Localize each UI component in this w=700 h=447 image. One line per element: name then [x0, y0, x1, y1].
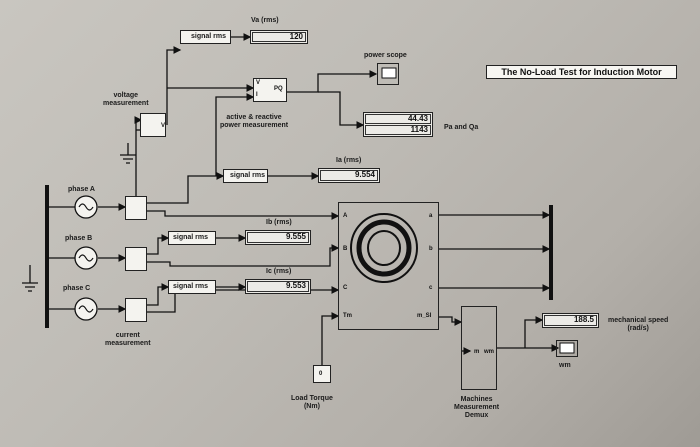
qa-value: 1143 [365, 125, 431, 135]
load-torque-block[interactable]: 0 [313, 365, 331, 383]
ib-rms-label: Ib (rms) [266, 219, 292, 226]
power-scope-block[interactable] [377, 63, 399, 85]
voltage-v-port: V [161, 123, 166, 129]
pq-i-port: I [256, 92, 258, 98]
ia-rms-value: 9.554 [320, 170, 378, 181]
ib-rms-display[interactable]: 9.555 [245, 230, 311, 245]
signal-rms-ic-block[interactable]: signal rms [168, 280, 216, 294]
load-torque-value: 0 [319, 371, 323, 377]
va-rms-value: 120 [252, 32, 306, 42]
machines-demux-label: Machines Measurement Demux [454, 396, 500, 419]
voltage-measurement-label: voltage measurement [103, 92, 149, 107]
active-reactive-label: active & reactive power measurement [220, 114, 289, 129]
phase-b-label: phase B [65, 235, 93, 242]
pa-value: 44.43 [365, 114, 431, 124]
diagram-title: The No-Load Test for Induction Motor [486, 65, 677, 79]
signal-rms-ia-label: signal rms [230, 172, 266, 179]
induction-machine-block[interactable]: A B C Tm a b c m_SI [338, 202, 439, 330]
machine-out-c: c [429, 285, 433, 291]
machines-measurement-demux-block[interactable]: m wm [461, 306, 497, 390]
pq-v-port: V [256, 80, 261, 86]
current-measurement-b-block[interactable] [125, 247, 147, 271]
signal-rms-label: signal rms [191, 33, 227, 40]
machine-port-b: B [343, 246, 348, 252]
wm-scope-label: wm [559, 362, 571, 369]
demux-m-port: m [474, 349, 480, 355]
machine-out-m-si: m_SI [417, 313, 432, 319]
mechanical-speed-label: mechanical speed (rad/s) [608, 317, 669, 332]
mechanical-speed-value: 188.5 [544, 315, 597, 326]
ia-rms-label: Ia (rms) [336, 157, 362, 164]
mechanical-speed-display[interactable]: 188.5 [542, 313, 599, 328]
signal-rms-ia-block[interactable]: signal rms [223, 169, 268, 183]
voltage-measurement-block[interactable]: V [140, 113, 166, 137]
ic-rms-label: Ic (rms) [266, 268, 292, 275]
va-rms-display[interactable]: 120 [250, 30, 308, 44]
ib-rms-value: 9.555 [247, 232, 309, 243]
machine-port-tm: Tm [343, 313, 352, 319]
phase-a-label: phase A [68, 186, 95, 193]
demux-wm-port: wm [484, 349, 495, 355]
machine-out-a: a [429, 213, 433, 219]
pa-qa-display[interactable]: 44.43 1143 [363, 112, 433, 137]
current-measurement-c-block[interactable] [125, 298, 147, 322]
current-measurement-a-block[interactable] [125, 196, 147, 220]
signal-rms-ib-block[interactable]: signal rms [168, 231, 216, 245]
ia-rms-display[interactable]: 9.554 [318, 168, 380, 183]
machine-port-c: C [343, 285, 348, 291]
pq-port-label: PQ [274, 86, 283, 92]
signal-rms-va-block[interactable]: signal rms [180, 30, 231, 44]
ic-rms-value: 9.553 [247, 281, 309, 292]
current-measurement-label: current measurement [105, 332, 151, 347]
machine-out-b: b [429, 246, 433, 252]
ic-rms-display[interactable]: 9.553 [245, 279, 311, 294]
pq-block[interactable]: V I PQ [253, 78, 287, 102]
va-rms-label: Va (rms) [251, 17, 279, 24]
signal-rms-ib-label: signal rms [173, 234, 209, 241]
power-scope-label: power scope [364, 52, 407, 59]
signal-rms-ic-label: signal rms [173, 283, 209, 290]
pa-qa-label: Pa and Qa [444, 124, 479, 131]
load-torque-label: Load Torque (Nm) [291, 395, 333, 410]
machine-port-a: A [343, 213, 348, 219]
phase-c-label: phase C [63, 285, 91, 292]
wm-scope-block[interactable] [556, 340, 578, 357]
